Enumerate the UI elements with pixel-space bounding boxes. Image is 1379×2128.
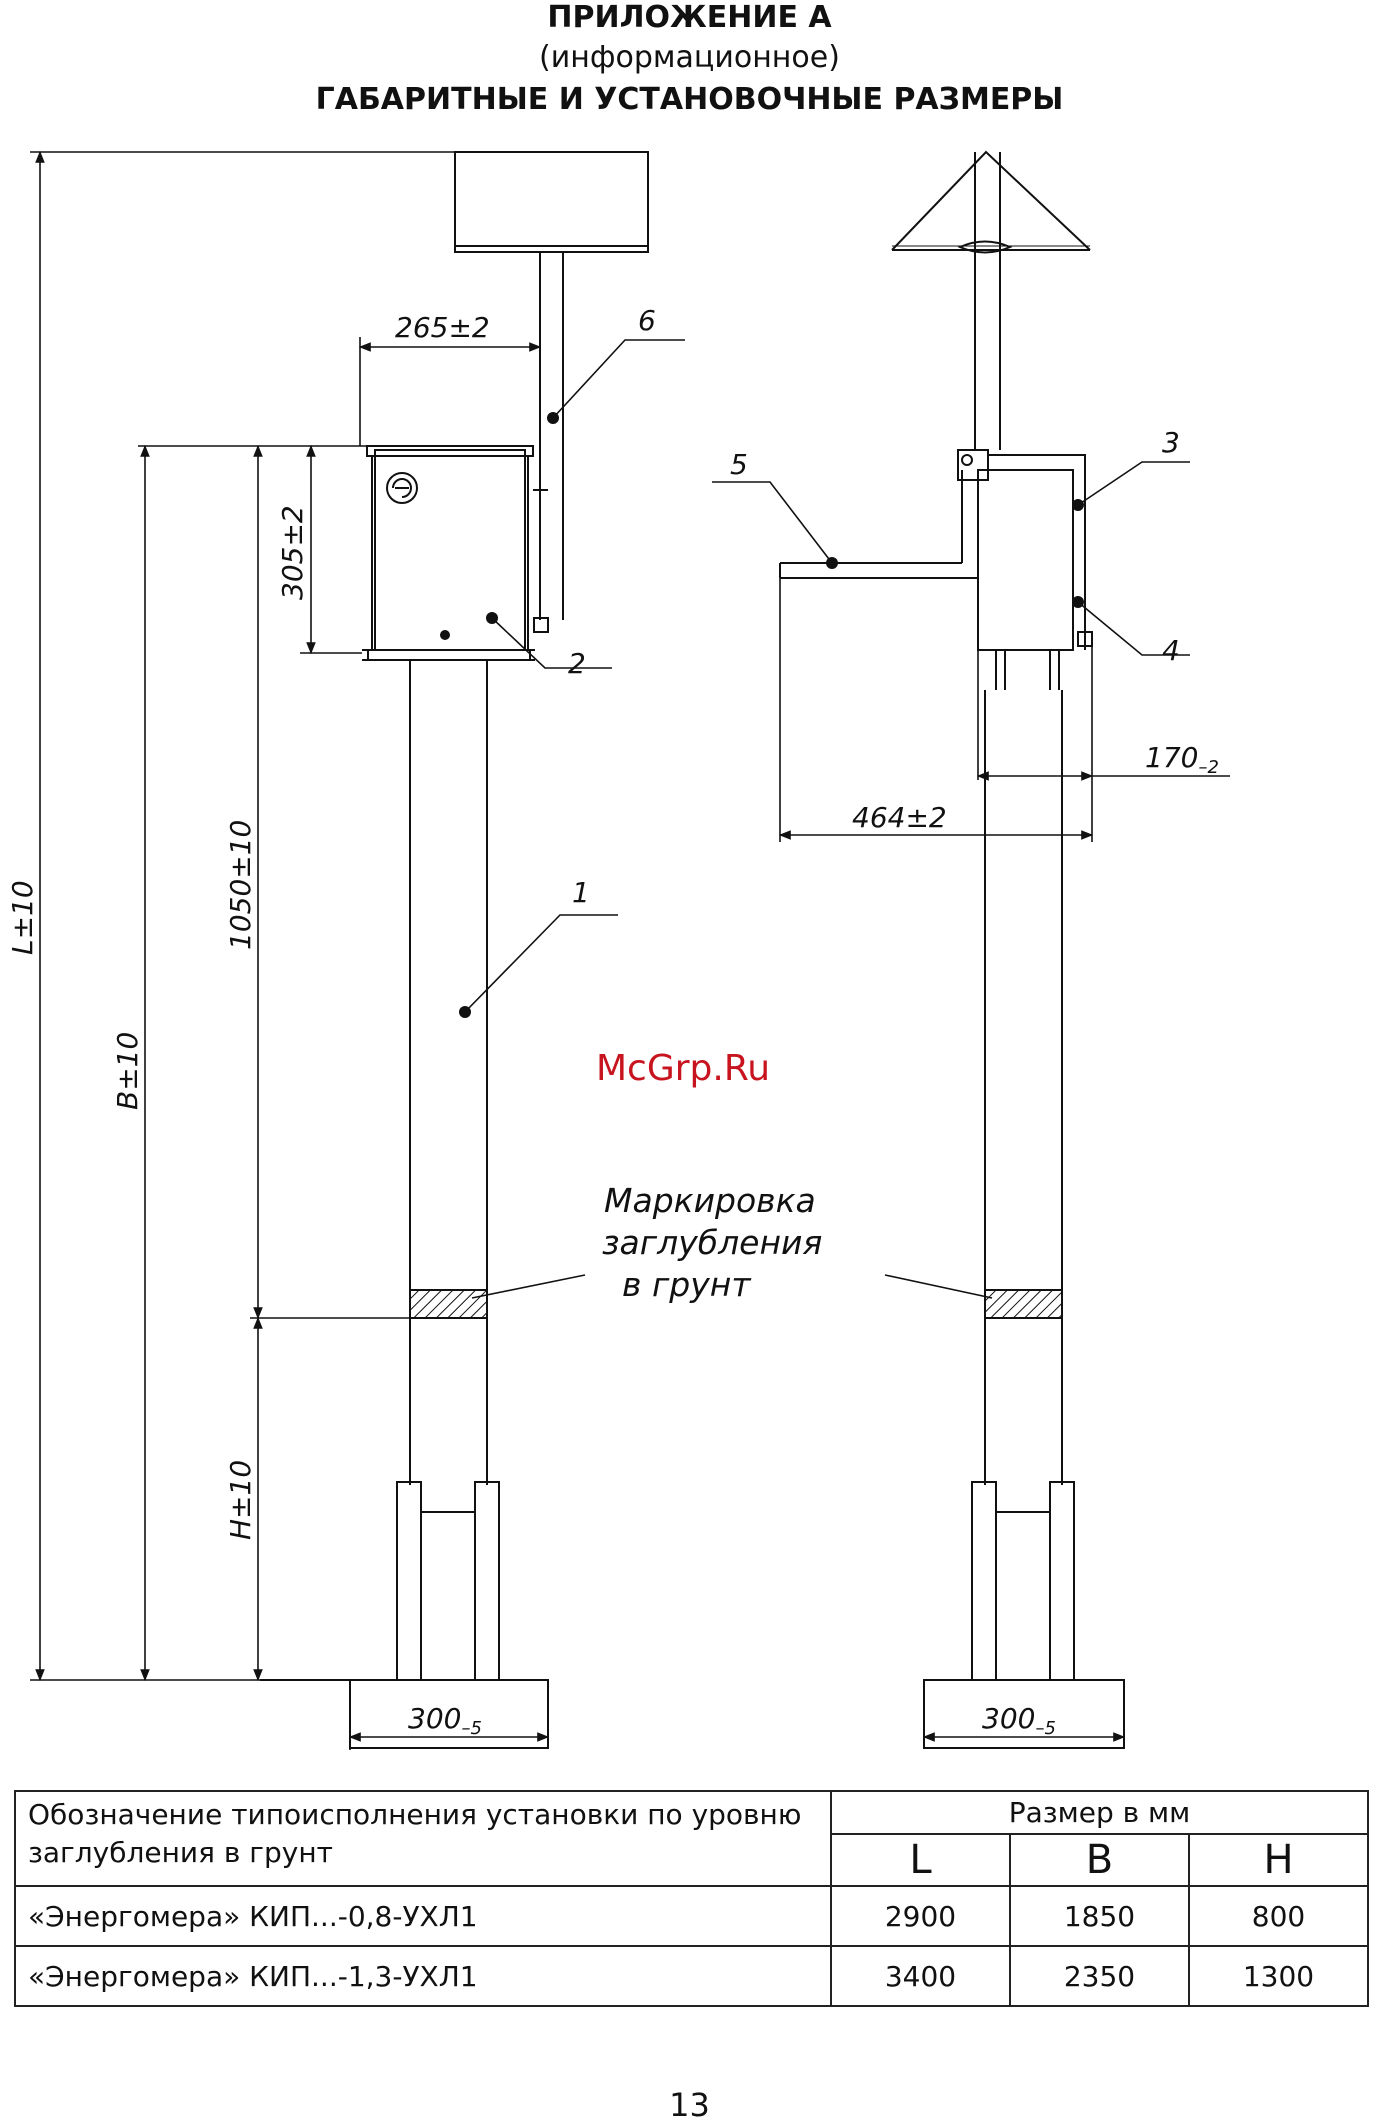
dim-arm: 464±2 — [852, 801, 947, 834]
callout-5: 5 — [730, 448, 748, 481]
row-name: «Энергомера» КИП...-0,8-УХЛ1 — [14, 1885, 832, 1947]
dim-B: B±10 — [111, 1032, 144, 1110]
header-B: B — [1009, 1833, 1190, 1887]
marking-line1: Маркировка — [604, 1181, 816, 1220]
callout-4: 4 — [1162, 634, 1180, 667]
row-B: 1850 — [1009, 1885, 1190, 1947]
callout-3: 3 — [1162, 426, 1180, 459]
dimension-lines — [30, 150, 1230, 1750]
dim-base-left: 300–5 — [408, 1702, 482, 1739]
table-row: «Энергомера» КИП...-0,8-УХЛ1 2900 1850 8… — [14, 1885, 1369, 1947]
header-size: Размер в мм — [830, 1790, 1369, 1835]
right-view — [779, 150, 1125, 1749]
leader-lines — [464, 339, 1190, 1299]
dim-total-L: L±10 — [6, 880, 39, 955]
header-H: H — [1188, 1833, 1369, 1887]
dim-box-height: 305±2 — [276, 505, 309, 600]
header-L: L — [830, 1833, 1011, 1887]
dim-base-right: 300–5 — [982, 1702, 1056, 1739]
watermark: McGrp.Ru — [596, 1048, 770, 1089]
appendix-label: ПРИЛОЖЕНИЕ А — [547, 0, 832, 35]
page-number: 13 — [669, 2086, 710, 2124]
row-L: 2900 — [830, 1885, 1011, 1947]
row-H: 1300 — [1188, 1945, 1369, 2007]
table-header-row: Обозначение типоисполнения установки по … — [14, 1790, 1369, 1887]
marking-line3: в грунт — [622, 1265, 752, 1304]
row-name: «Энергомера» КИП...-1,3-УХЛ1 — [14, 1945, 832, 2007]
dim-lower-height: 1050±10 — [224, 820, 257, 950]
table-subheader-row: L B H — [15, 1833, 1369, 1887]
dim-side: 170–2 — [1145, 741, 1219, 778]
table-row: «Энергомера» КИП...-1,3-УХЛ1 3400 2350 1… — [14, 1945, 1369, 2007]
technical-drawing: 265±2 305±2 1050±10 L±10 B±10 H±10 300–5… — [6, 150, 1230, 1750]
row-L: 3400 — [830, 1945, 1011, 2007]
dim-H: H±10 — [224, 1460, 257, 1540]
page-title: ГАБАРИТНЫЕ И УСТАНОВОЧНЫЕ РАЗМЕРЫ — [315, 82, 1064, 117]
header-designation: Обозначение типоисполнения установки по … — [14, 1790, 832, 1887]
left-view — [260, 151, 649, 1749]
appendix-note: (информационное) — [539, 40, 840, 75]
marking-line2: заглубления — [602, 1223, 822, 1262]
row-B: 2350 — [1009, 1945, 1190, 2007]
callout-2: 2 — [568, 647, 586, 680]
dimensions-table: Обозначение типоисполнения установки по … — [14, 1790, 1369, 2007]
row-H: 800 — [1188, 1885, 1369, 1947]
dim-box-width: 265±2 — [395, 311, 490, 344]
callout-6: 6 — [638, 304, 656, 337]
callout-1: 1 — [572, 876, 590, 909]
